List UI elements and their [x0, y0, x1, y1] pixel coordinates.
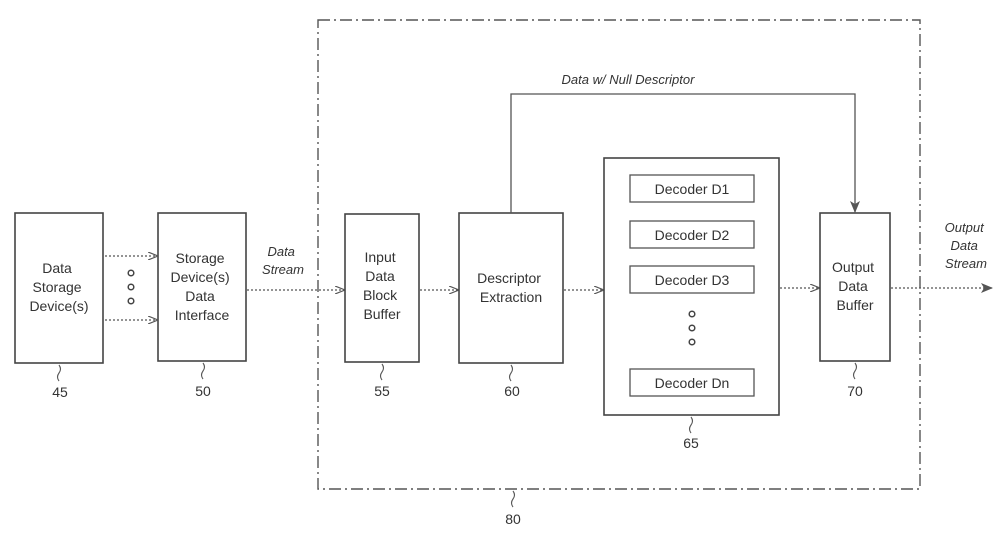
ref-65: 65	[683, 417, 699, 451]
ref-80: 80	[505, 491, 521, 527]
decoder-dn: Decoder Dn	[630, 369, 754, 396]
ref-55: 55	[374, 364, 390, 399]
ref-50: 50	[195, 363, 211, 399]
decoder-d1: Decoder D1	[630, 175, 754, 202]
svg-text:50: 50	[195, 383, 211, 399]
svg-text:60: 60	[504, 383, 520, 399]
descriptor-extraction-block: Descriptor Extraction	[459, 213, 563, 363]
svg-text:65: 65	[683, 435, 699, 451]
decoder-d1-label: Decoder D1	[655, 181, 730, 197]
decoder-d2: Decoder D2	[630, 221, 754, 248]
output-buffer-block: Output Data Buffer	[820, 213, 890, 361]
ref-70: 70	[847, 363, 863, 399]
decoder-d3-label: Decoder D3	[655, 272, 730, 288]
data-storage-block: Data Storage Device(s)	[15, 213, 103, 363]
storage-link-ellipsis	[128, 270, 134, 304]
output-buffer-label: Output Data Buffer	[832, 259, 878, 313]
ref-60: 60	[504, 365, 520, 399]
input-buffer-block: Input Data Block Buffer	[345, 214, 419, 362]
decoder-d2-label: Decoder D2	[655, 227, 730, 243]
output-data-stream-label: Output Data Stream	[945, 220, 988, 271]
decoder-dn-label: Decoder Dn	[655, 375, 730, 391]
ref-45: 45	[52, 365, 68, 400]
svg-text:70: 70	[847, 383, 863, 399]
decoder-d3: Decoder D3	[630, 266, 754, 293]
svg-text:55: 55	[374, 383, 390, 399]
data-stream-label: Data Stream	[262, 244, 304, 277]
svg-text:45: 45	[52, 384, 68, 400]
null-descriptor-label: Data w/ Null Descriptor	[562, 72, 696, 87]
storage-interface-block: Storage Device(s) Data Interface	[158, 213, 246, 361]
svg-text:80: 80	[505, 511, 521, 527]
decoder-bank-block: Decoder D1 Decoder D2 Decoder D3 Decoder…	[604, 158, 779, 415]
decoder-ellipsis	[689, 311, 695, 345]
